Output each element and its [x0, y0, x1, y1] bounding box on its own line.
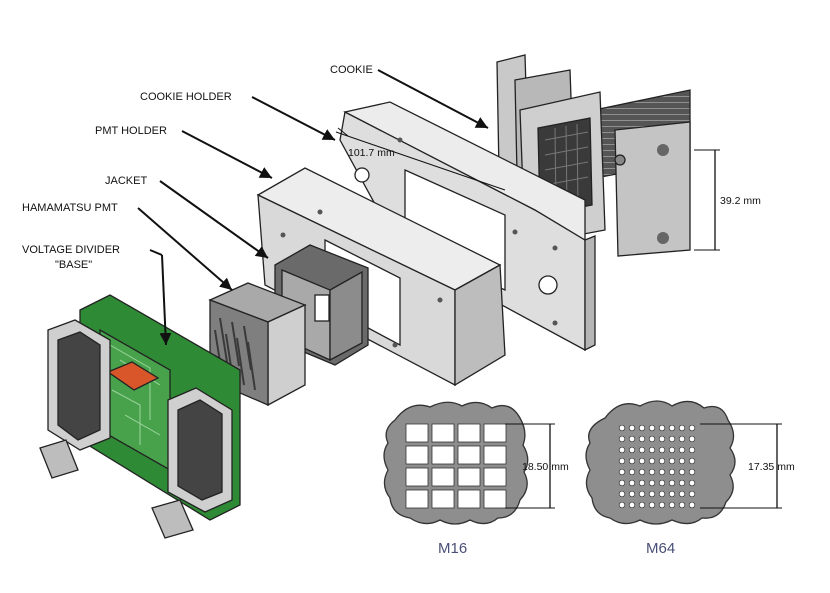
- callout-voltage-divider: VOLTAGE DIVIDER "BASE": [22, 244, 172, 346]
- callout-pmt-holder: PMT HOLDER: [95, 125, 273, 179]
- svg-text:PMT HOLDER: PMT HOLDER: [95, 125, 167, 137]
- pmt-pins: [214, 317, 256, 391]
- m16-pixel-grid: [405, 423, 507, 509]
- svg-text:"BASE": "BASE": [55, 259, 92, 271]
- cookie: [496, 54, 691, 257]
- callout-cookie: COOKIE: [330, 64, 489, 129]
- holder-width-dimension: 101.7 mm: [335, 127, 506, 191]
- svg-text:COOKIE: COOKIE: [330, 64, 373, 76]
- pcb-connector: [106, 361, 160, 391]
- m16-size-label: 18.50 mm: [522, 461, 569, 473]
- callout-hamamatsu-pmt: HAMAMATSU PMT: [22, 202, 233, 291]
- cookie-clamp: [614, 121, 691, 257]
- m16-caption: M16: [438, 540, 467, 557]
- m16-size-dimension: 18.50 mm: [505, 423, 569, 509]
- svg-text:VOLTAGE DIVIDER: VOLTAGE DIVIDER: [22, 244, 120, 256]
- callout-cookie-holder: COOKIE HOLDER: [140, 91, 336, 141]
- voltage-divider-base: [39, 294, 241, 539]
- holder-width-label: 101.7 mm: [348, 147, 395, 159]
- m64-size-dimension: 17.35 mm: [700, 423, 795, 509]
- m64-face: 17.35 mm M64: [585, 400, 795, 557]
- svg-text:JACKET: JACKET: [105, 175, 147, 187]
- svg-text:COOKIE HOLDER: COOKIE HOLDER: [140, 91, 232, 103]
- m64-caption: M64: [646, 540, 675, 557]
- cookie-height-dimension: 39.2 mm: [694, 149, 761, 251]
- m64-size-label: 17.35 mm: [748, 461, 795, 473]
- callout-jacket: JACKET: [105, 175, 269, 259]
- m64-pixel-grid: [618, 424, 696, 509]
- m16-face: 18.50 mm M16: [383, 401, 569, 557]
- cookie-height-label: 39.2 mm: [720, 195, 761, 207]
- svg-text:HAMAMATSU PMT: HAMAMATSU PMT: [22, 202, 118, 214]
